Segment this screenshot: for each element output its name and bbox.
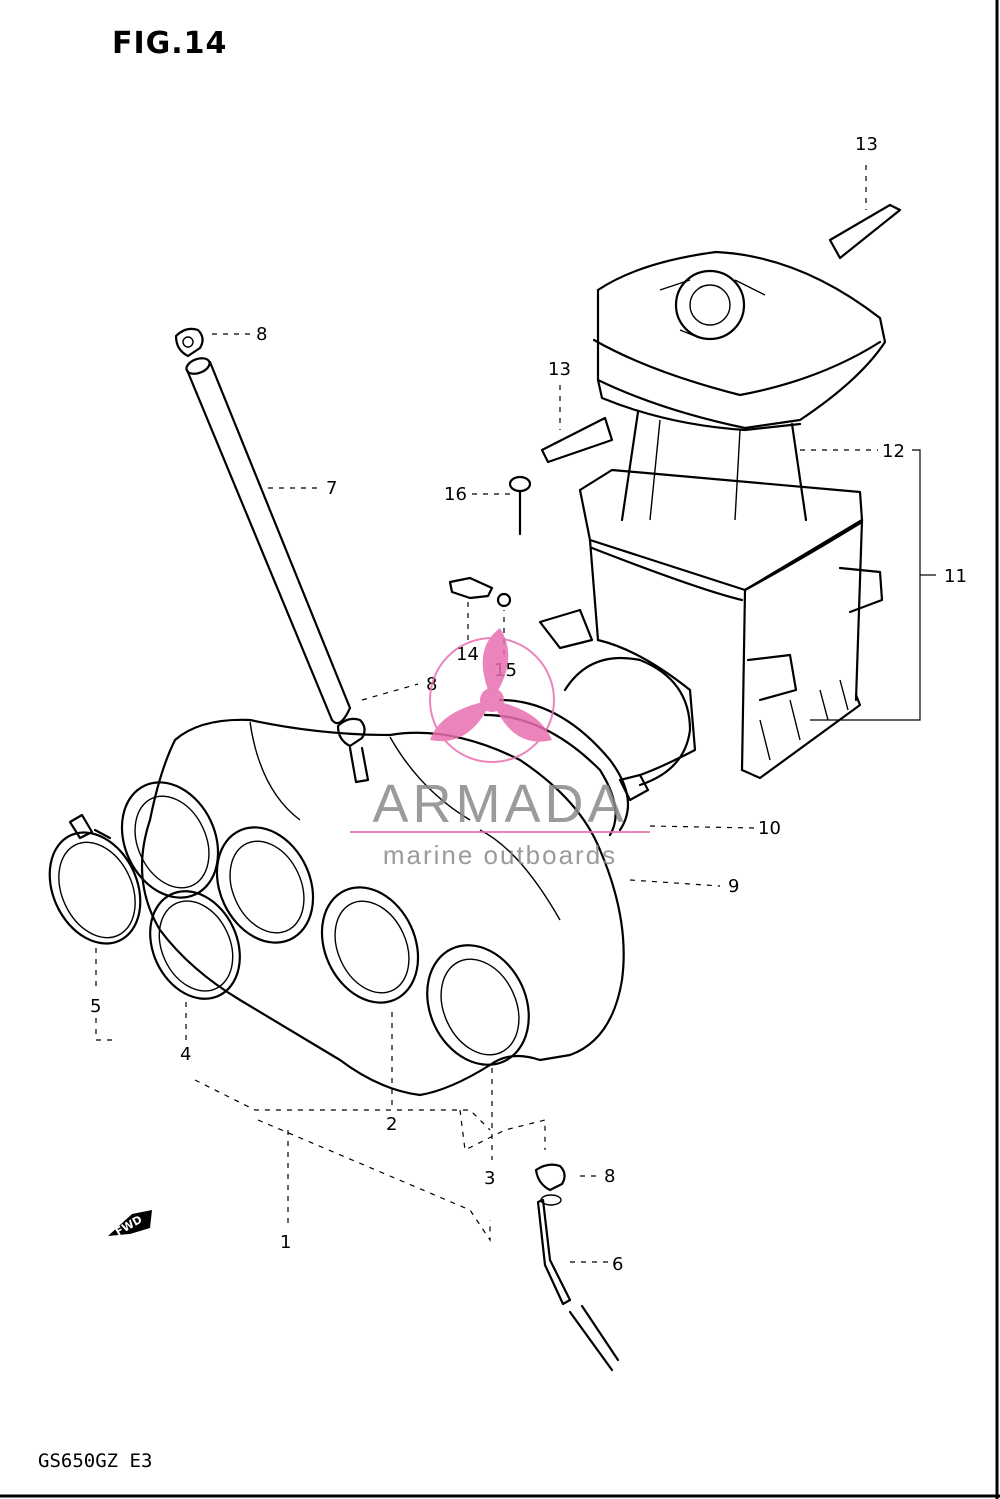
air-cleaner-box — [538, 250, 887, 787]
holder-13-top — [828, 203, 902, 260]
callout-6: 6 — [612, 1254, 623, 1275]
callout-11: 11 — [944, 566, 967, 587]
watermark-name: ARMADA — [372, 774, 627, 834]
clamp-5 — [48, 813, 142, 945]
callout-16: 16 — [444, 484, 467, 505]
clip-8-middle — [336, 717, 370, 784]
callout-14: 14 — [456, 644, 479, 665]
callout-7: 7 — [326, 478, 337, 499]
callout-12: 12 — [882, 441, 905, 462]
washer-15 — [496, 592, 512, 608]
callout-10: 10 — [758, 818, 781, 839]
bolt-14 — [448, 576, 494, 600]
callout-13-top: 13 — [855, 134, 878, 155]
callout-4: 4 — [180, 1044, 191, 1065]
callout-3: 3 — [484, 1168, 495, 1189]
brackets — [95, 449, 936, 1242]
hose-7 — [185, 357, 352, 725]
watermark-tagline: marine outboards — [383, 840, 617, 870]
callout-2: 2 — [386, 1114, 397, 1135]
forward-direction-arrow: FWD — [108, 1210, 152, 1239]
clip-8-bottom — [534, 1163, 566, 1192]
drain-hose-6 — [536, 1194, 620, 1372]
watermark: ARMADA marine outboards — [350, 628, 650, 870]
figure-title: FIG.14 — [112, 26, 228, 61]
screw-16 — [508, 475, 532, 536]
propeller-logo-icon — [429, 628, 555, 763]
leader-lines — [95, 165, 878, 1263]
callout-8-bottom: 8 — [604, 1166, 615, 1187]
ring-4 — [149, 890, 241, 1000]
callout-9: 9 — [728, 876, 739, 897]
fwd-label: FWD — [113, 1213, 144, 1239]
model-code: GS650GZ E3 — [38, 1450, 153, 1472]
clip-8-top — [174, 327, 204, 358]
callout-13-middle: 13 — [548, 359, 571, 380]
callout-8-top: 8 — [256, 324, 267, 345]
callout-5: 5 — [90, 996, 101, 1017]
callout-1: 1 — [280, 1232, 291, 1253]
holder-13-middle — [540, 416, 614, 464]
